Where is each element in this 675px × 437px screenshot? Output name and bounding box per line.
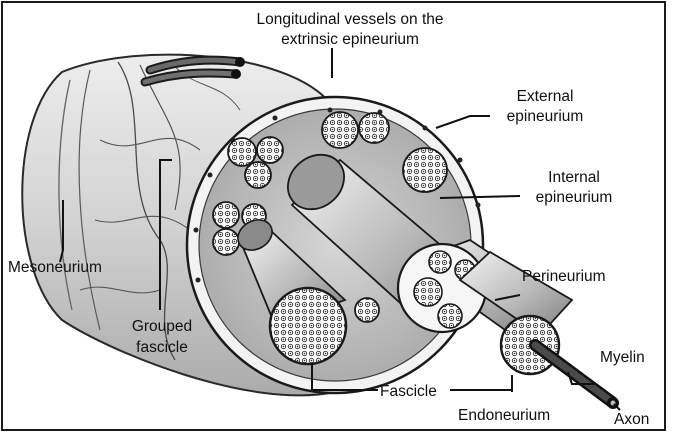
label-myelin: Myelin <box>600 349 645 366</box>
label-longitudinal-line1: Longitudinal vessels on the <box>257 11 444 28</box>
label-mesoneurium: Mesoneurium <box>8 259 102 276</box>
label-grouped-line2: fascicle <box>136 339 188 356</box>
label-internal-line2: epineurium <box>536 189 613 206</box>
label-perineurium: Perineurium <box>522 268 606 285</box>
label-axon: Axon <box>614 411 649 428</box>
label-external-line1: External <box>517 88 574 105</box>
label-grouped-line1: Grouped <box>132 318 192 335</box>
label-external-line2: epineurium <box>507 108 584 125</box>
label-longitudinal-line2: extrinsic epineurium <box>281 31 419 48</box>
label-fascicle: Fascicle <box>380 383 437 400</box>
label-endoneurium: Endoneurium <box>458 407 550 424</box>
label-internal-line1: Internal <box>548 169 600 186</box>
